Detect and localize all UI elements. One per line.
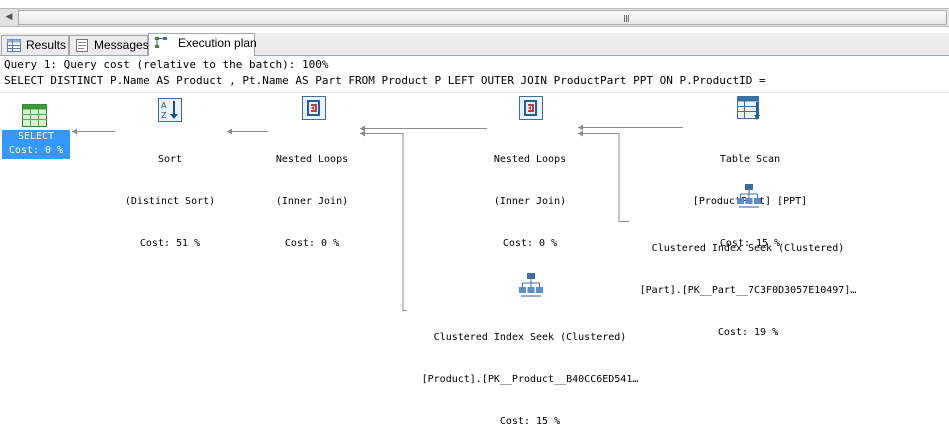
nested-loops-operator-2[interactable]: Nested Loops (Inner Join) Cost: 0 %: [470, 125, 590, 265]
table-scan-operator[interactable]: Table Scan [ProductPart] [PPT] Cost: 15 …: [665, 125, 835, 265]
horizontal-scrollbar[interactable]: ◀ III: [0, 8, 949, 27]
sort-operator-name: Sort: [157, 154, 183, 165]
header-separator: [0, 92, 949, 93]
result-grid-icon[interactable]: [22, 104, 47, 128]
svg-text:A: A: [161, 101, 167, 110]
sort-operator-cost: Cost: 51 %: [139, 238, 201, 249]
execution-plan-icon: [155, 37, 167, 48]
scrollbar-grip: III: [623, 14, 630, 25]
arrow-head: [578, 130, 583, 137]
sort-icon[interactable]: A Z: [158, 98, 182, 122]
seek-part-name: Clustered Index Seek (Clustered): [651, 243, 845, 254]
clustered-index-seek-icon[interactable]: [736, 183, 762, 209]
nested-loops-1-name: Nested Loops: [275, 154, 349, 165]
seek-part-cost: Cost: 19 %: [717, 327, 779, 338]
seek-part-detail: [Part].[PK__Part__7C3F0D3057E10497]…: [639, 285, 857, 296]
connector-seekproduct-loops1: [360, 133, 407, 311]
select-operator[interactable]: SELECT Cost: 0 %: [2, 130, 70, 159]
results-tab-strip: Results Messages Execution plan: [0, 33, 949, 56]
tab-messages-label: Messages: [94, 38, 149, 52]
scrollbar-thumb[interactable]: III: [18, 10, 947, 25]
tab-results-label: Results: [26, 38, 67, 52]
arrow-head: [72, 128, 77, 135]
clustered-index-seek-product-operator[interactable]: Clustered Index Seek (Clustered) [Produc…: [400, 303, 660, 443]
table-scan-cost: Cost: 15 %: [719, 238, 781, 249]
nested-loops-icon[interactable]: [519, 96, 543, 120]
nested-loops-2-detail: (Inner Join): [493, 196, 567, 207]
arrow-head: [360, 125, 365, 132]
tab-messages[interactable]: Messages: [69, 35, 149, 55]
table-scan-detail: [ProductPart] [PPT]: [692, 196, 808, 207]
tab-execution-plan-label: Execution plan: [178, 36, 257, 50]
nested-loops-1-detail: (Inner Join): [275, 196, 349, 207]
arrow-head: [227, 128, 232, 135]
nested-loops-1-cost: Cost: 0 %: [284, 238, 340, 249]
sort-operator[interactable]: Sort (Distinct Sort) Cost: 51 %: [105, 125, 235, 265]
nested-loops-2-cost: Cost: 0 %: [502, 238, 558, 249]
nested-loops-operator-1[interactable]: Nested Loops (Inner Join) Cost: 0 %: [252, 125, 372, 265]
nested-loops-2-name: Nested Loops: [493, 154, 567, 165]
sort-operator-detail: (Distinct Sort): [124, 196, 216, 207]
clustered-index-seek-icon[interactable]: [518, 272, 544, 298]
clustered-index-seek-part-operator[interactable]: Clustered Index Seek (Clustered) [Part].…: [618, 214, 878, 354]
grid-icon: [7, 39, 21, 52]
tab-results[interactable]: Results: [1, 35, 69, 55]
tab-execution-plan[interactable]: Execution plan: [148, 33, 257, 56]
table-scan-name: Table Scan: [719, 154, 781, 165]
nested-loops-icon[interactable]: [302, 96, 326, 120]
seek-product-detail: [Product].[PK__Product__B40CC6ED541…: [421, 374, 639, 385]
seek-product-cost: Cost: 15 %: [499, 416, 561, 427]
arrow-head: [578, 124, 583, 131]
messages-icon: [76, 39, 88, 52]
plan-connectors: [72, 124, 683, 311]
select-operator-name: SELECT: [17, 131, 55, 142]
seek-product-name: Clustered Index Seek (Clustered): [433, 332, 627, 343]
arrow-head: [360, 130, 365, 137]
connector-seekpart-loops2: [578, 133, 629, 222]
query-sql-line: SELECT DISTINCT P.Name AS Product , Pt.N…: [4, 74, 766, 87]
table-scan-icon[interactable]: [737, 96, 761, 120]
query-cost-line: Query 1: Query cost (relative to the bat…: [4, 58, 329, 71]
select-operator-cost: Cost: 0 %: [8, 145, 64, 156]
svg-text:Z: Z: [161, 111, 167, 120]
